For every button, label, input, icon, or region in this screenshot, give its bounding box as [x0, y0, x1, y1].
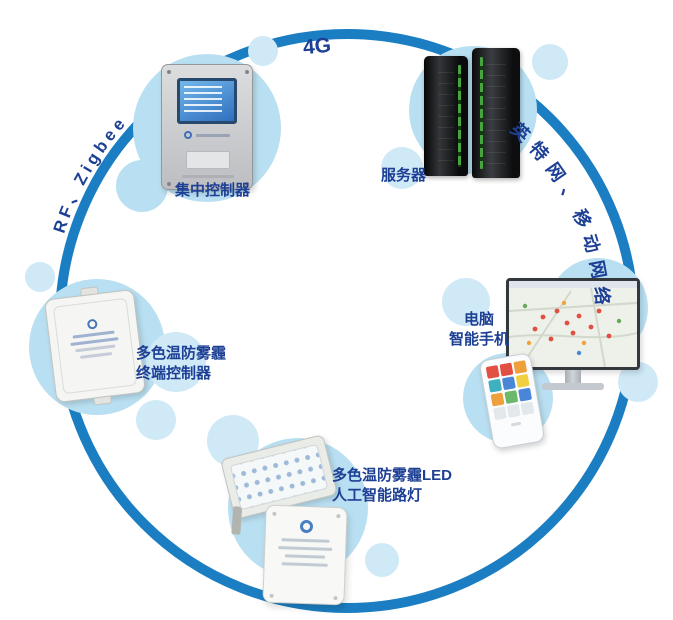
bubble-decoration [25, 262, 55, 292]
lamp-label-line1: 多色温防雾霾LED [332, 467, 453, 484]
link-label-internet-mobile: 英特网、移动网络 [506, 118, 606, 314]
lamp-label: 多色温防雾霾LED 人工智能路灯 [332, 466, 452, 506]
server-tower-right [472, 48, 520, 178]
bubble-decoration [442, 278, 490, 326]
controller-brand-row [162, 131, 252, 139]
server-label: 服务器 [381, 167, 427, 184]
bubble-decoration [248, 36, 278, 66]
bubble-decoration [532, 44, 568, 80]
bubble-decoration [365, 543, 399, 577]
server-led-stripe [458, 65, 461, 167]
controller-logo-icon [184, 131, 192, 139]
server-vent-slots [486, 54, 506, 172]
link-label-rf-zigbee: RF、Zigbee [50, 112, 127, 236]
controller-label-plate [186, 151, 230, 169]
server-tower-left [424, 56, 468, 176]
monitor-screen [506, 278, 640, 370]
server-vent-slots [438, 62, 454, 170]
lamp-label-line2: 人工智能路灯 [332, 487, 423, 504]
controller-screen [177, 78, 237, 124]
controller-label: 集中控制器 [175, 182, 251, 199]
monitor-stand-neck [565, 370, 581, 383]
server-led-stripe [480, 57, 483, 169]
client-label-line1: 电脑 [463, 311, 494, 328]
bubble-decoration [116, 160, 168, 212]
map-graphic [509, 281, 637, 367]
screw-dots [167, 70, 171, 74]
central-controller-device [161, 64, 253, 190]
bubble-decoration [146, 332, 206, 392]
terminal-label: 多色温防雾霾 终端控制器 [136, 344, 226, 384]
controller-screen-text-lines [184, 86, 222, 114]
terminal-label-line1: 多色温防雾霾 [136, 345, 227, 362]
client-label: 电脑 智能手机 [441, 310, 517, 350]
controller-vent-line [182, 175, 234, 178]
link-label-right-text: 英特网、移动网络 [506, 118, 614, 314]
desktop-monitor-device [506, 278, 640, 390]
bubble-decoration [136, 400, 176, 440]
terminal-label-line2: 终端控制器 [136, 365, 212, 382]
server-device [424, 48, 520, 178]
controller-brand-bar [196, 133, 230, 137]
bubble-decoration [381, 147, 423, 189]
client-label-line2: 智能手机 [448, 331, 509, 348]
monitor-stand-base [542, 383, 604, 390]
link-label-left-text: RF、Zigbee [50, 112, 131, 236]
link-label-4g: 4G [302, 33, 332, 60]
